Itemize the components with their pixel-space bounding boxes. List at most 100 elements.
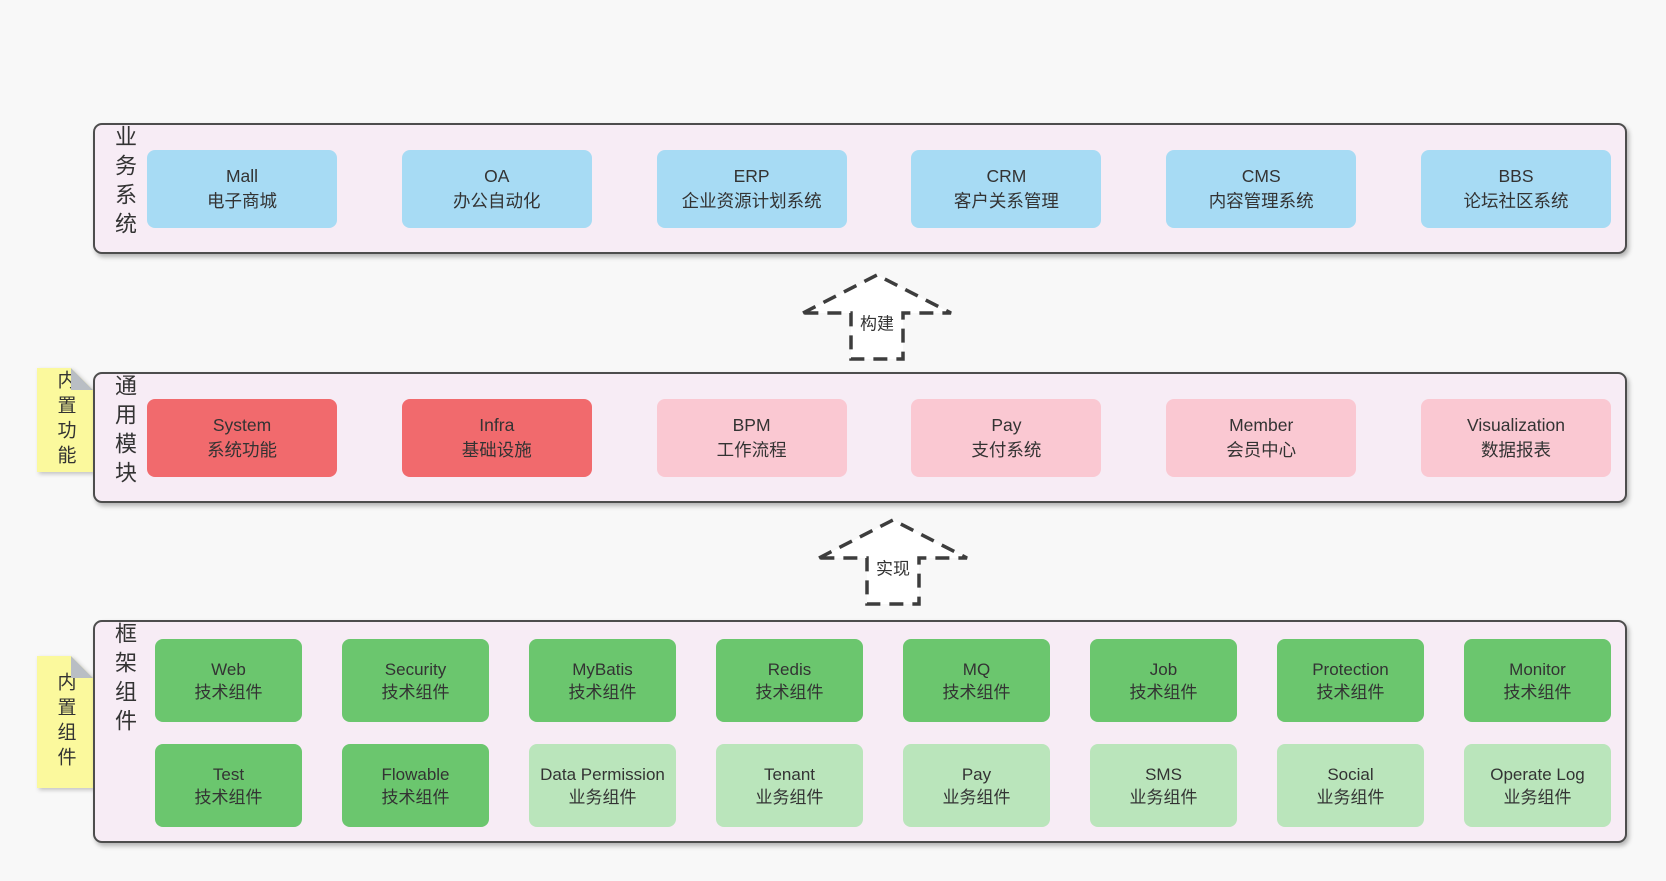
- box-name: Pay: [991, 414, 1022, 435]
- box-name: OA: [484, 165, 510, 186]
- modules-tab: 内置功能: [37, 368, 93, 472]
- box-name: Monitor: [1509, 659, 1566, 679]
- box-desc: 技术组件: [942, 682, 1011, 702]
- box-desc: 企业资源计划系统: [681, 190, 822, 211]
- box-desc: 技术组件: [381, 682, 450, 702]
- box-name: BBS: [1498, 165, 1534, 186]
- box-name: Data Permission: [540, 764, 665, 784]
- box-desc: 技术组件: [1503, 682, 1572, 702]
- modules-layer-label: 通用模块: [112, 374, 137, 490]
- web-box: Web 技术组件: [155, 639, 302, 722]
- implement-arrow: 实现: [818, 518, 968, 606]
- box-name: Web: [211, 659, 246, 679]
- job-box: Job 技术组件: [1090, 639, 1237, 722]
- box-desc: 支付系统: [971, 439, 1042, 460]
- box-desc: 会员中心: [1226, 439, 1297, 460]
- crm-box: CRM 客户关系管理: [911, 149, 1102, 228]
- box-name: Protection: [1312, 659, 1389, 679]
- cms-box: CMS 内容管理系统: [1166, 149, 1357, 228]
- box-desc: 办公自动化: [453, 190, 541, 211]
- protection-box: Protection 技术组件: [1277, 639, 1424, 722]
- box-name: CRM: [986, 165, 1027, 186]
- oa-box: OA 办公自动化: [401, 149, 592, 228]
- box-name: ERP: [733, 165, 770, 186]
- implement-arrow-shape: [818, 518, 968, 606]
- box-name: Pay: [961, 764, 992, 784]
- social-box: Social 业务组件: [1277, 744, 1424, 827]
- business-row: Mall 电子商城 OA 办公自动化 ERP 企业资源计划系统 CRM 客户关系管理 CMS 内容…: [147, 125, 1611, 252]
- box-desc: 业务组件: [1129, 787, 1198, 807]
- pay-box: Pay 支付系统: [911, 398, 1102, 477]
- box-desc: 技术组件: [381, 787, 450, 807]
- box-desc: 系统功能: [207, 439, 277, 460]
- box-desc: 业务组件: [568, 787, 637, 807]
- box-name: Flowable: [381, 764, 450, 784]
- box-desc: 业务组件: [755, 787, 824, 807]
- bbs-box: BBS 论坛社区系统: [1420, 149, 1611, 228]
- box-name: System: [212, 414, 272, 435]
- security-box: Security 技术组件: [342, 639, 489, 722]
- mall-box: Mall 电子商城: [147, 149, 337, 228]
- box-name: Redis: [767, 659, 812, 679]
- box-desc: 客户关系管理: [953, 190, 1059, 211]
- box-desc: 内容管理系统: [1208, 190, 1314, 211]
- flowable-box: Flowable 技术组件: [342, 744, 489, 827]
- box-name: Tenant: [763, 764, 816, 784]
- implement-arrow-label: 实现: [876, 560, 910, 579]
- bpm-box: BPM 工作流程: [656, 398, 847, 477]
- box-name: BPM: [732, 414, 771, 435]
- box-desc: 技术组件: [568, 682, 637, 702]
- test-box: Test 技术组件: [155, 744, 302, 827]
- box-desc: 电子商城: [207, 190, 277, 211]
- box-desc: 业务组件: [942, 787, 1011, 807]
- box-desc: 论坛社区系统: [1463, 190, 1569, 211]
- box-name: Mall: [225, 165, 259, 186]
- tenant-box: Tenant 业务组件: [716, 744, 863, 827]
- components-tab: 内置组件: [37, 656, 93, 788]
- box-desc: 技术组件: [194, 787, 263, 807]
- box-desc: 业务组件: [1503, 787, 1572, 807]
- build-arrow-label: 构建: [860, 315, 894, 334]
- redis-box: Redis 技术组件: [716, 639, 863, 722]
- box-name: MyBatis: [572, 659, 633, 679]
- operate-log-box: Operate Log 业务组件: [1464, 744, 1611, 827]
- pay-box: Pay 业务组件: [903, 744, 1050, 827]
- data-permission-box: Data Permission 业务组件: [529, 744, 676, 827]
- business-layer-label: 业务系统: [112, 125, 137, 241]
- box-desc: 基础设施: [461, 439, 532, 460]
- monitor-box: Monitor 技术组件: [1464, 639, 1611, 722]
- erp-box: ERP 企业资源计划系统: [656, 149, 847, 228]
- box-name: CMS: [1241, 165, 1281, 186]
- components-layer-label: 框架组件: [112, 622, 137, 738]
- box-name: Test: [212, 764, 245, 784]
- modules-tab-label: 内置功能: [54, 370, 76, 470]
- box-desc: 技术组件: [194, 682, 263, 702]
- build-arrow: 构建: [802, 273, 952, 361]
- build-arrow-shape: [802, 273, 952, 361]
- box-desc: 工作流程: [716, 439, 787, 460]
- sms-box: SMS 业务组件: [1090, 744, 1237, 827]
- box-desc: 业务组件: [1316, 787, 1385, 807]
- box-name: Social: [1327, 764, 1374, 784]
- box-name: Operate Log: [1490, 764, 1585, 784]
- components-tab-label: 内置组件: [54, 672, 76, 772]
- box-desc: 数据报表: [1480, 439, 1551, 460]
- box-name: Member: [1229, 414, 1294, 435]
- business-systems-layer: 业务系统 Mall 电子商城 OA 办公自动化 ERP 企业资源计划系统 CRM 客户关系管理…: [93, 123, 1627, 254]
- box-name: Security: [384, 659, 447, 679]
- box-name: SMS: [1145, 764, 1182, 784]
- box-desc: 技术组件: [755, 682, 824, 702]
- box-name: Job: [1149, 659, 1178, 679]
- box-desc: 技术组件: [1129, 682, 1198, 702]
- member-box: Member 会员中心: [1166, 398, 1357, 477]
- box-desc: 技术组件: [1316, 682, 1385, 702]
